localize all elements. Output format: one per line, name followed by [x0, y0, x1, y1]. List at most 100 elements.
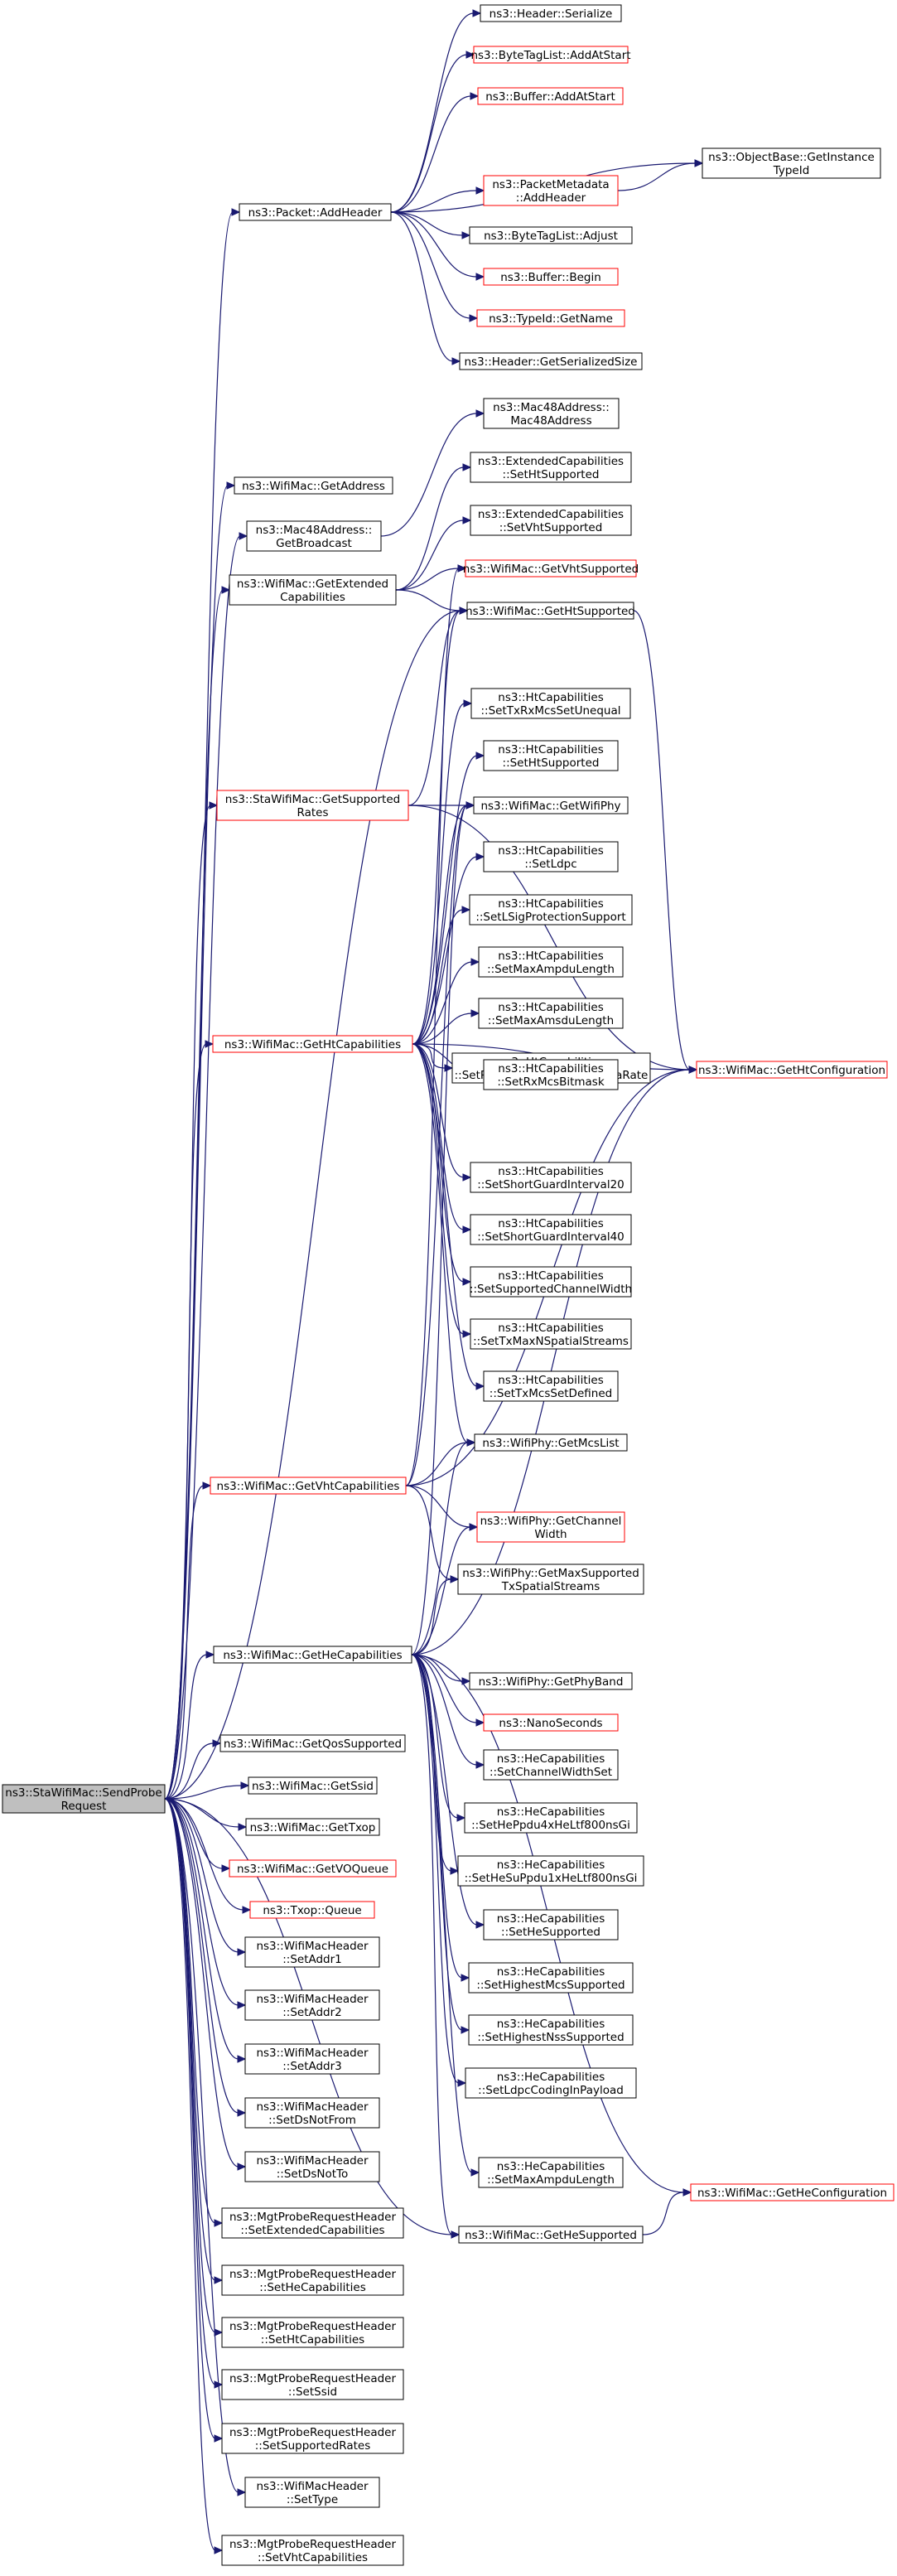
edge-root-to-hdrSetAddr1: [164, 1798, 239, 1953]
node-htSetTxMcsSet[interactable]: ns3::HtCapabilities::SetTxMcsSetDefined: [483, 1370, 619, 1402]
node-htSetLdpc[interactable]: ns3::HtCapabilities::SetLdpc: [483, 841, 619, 872]
node-hdrGetSerSize[interactable]: ns3::Header::GetSerializedSize: [459, 352, 643, 370]
node-htSetSgi20[interactable]: ns3::HtCapabilities::SetShortGuardInterv…: [470, 1162, 632, 1193]
arrowhead: [462, 463, 472, 471]
node-htSetLSig[interactable]: ns3::HtCapabilities::SetLSigProtectionSu…: [469, 894, 633, 926]
node-pmAddHeader[interactable]: ns3::PacketMetadata::AddHeader: [483, 175, 619, 206]
node-macGetHeCap[interactable]: ns3::WifiMac::GetHeCapabilities: [213, 1646, 412, 1664]
node-prSetHtCap[interactable]: ns3::MgtProbeRequestHeader::SetHtCapabil…: [221, 2317, 404, 2348]
edge-addHeader-to-hdrGetSerSize: [390, 211, 454, 362]
node-label: ns3::HtCapabilities: [498, 743, 603, 756]
node-heSetHighMcs[interactable]: ns3::HeCapabilities::SetHighestMcsSuppor…: [468, 1962, 634, 1994]
node-label: ns3::HeCapabilities: [497, 1752, 605, 1766]
node-box: [473, 796, 629, 814]
node-heSetHeSupported[interactable]: ns3::HeCapabilities::SetHeSupported: [483, 1909, 619, 1940]
node-box: [466, 602, 634, 620]
edge-macGetHeCap-to-heSetMaxAmpdu: [411, 1654, 473, 2173]
node-box: [213, 1646, 412, 1664]
node-extSetHt[interactable]: ns3::ExtendedCapabilities::SetHtSupporte…: [470, 452, 632, 483]
node-macGetTxop[interactable]: ns3::WifiMac::GetTxop: [245, 1818, 380, 1836]
node-hdrSetType[interactable]: ns3::WifiMacHeader::SetType: [244, 2477, 380, 2508]
node-htSetSgi40[interactable]: ns3::HtCapabilities::SetShortGuardInterv…: [470, 1214, 632, 1245]
node-macGetHeConfig[interactable]: ns3::WifiMac::GetHeConfiguration: [690, 2183, 895, 2201]
node-macGetVhtSupported[interactable]: ns3::WifiMac::GetVhtSupported: [463, 559, 639, 578]
edge-macGetHeCap-to-nanoSeconds: [411, 1654, 478, 1723]
node-hdrSetDsNotTo[interactable]: ns3::WifiMacHeader::SetDsNotTo: [244, 2151, 380, 2182]
arrowhead: [470, 92, 480, 100]
node-prSetSsid[interactable]: ns3::MgtProbeRequestHeader::SetSsid: [221, 2369, 404, 2400]
node-macGetVhtCap[interactable]: ns3::WifiMac::GetVhtCapabilities: [210, 1476, 407, 1495]
node-mac48GetBroadcast[interactable]: ns3::Mac48Address::GetBroadcast: [246, 520, 382, 552]
node-heSetHighNss[interactable]: ns3::HeCapabilities::SetHighestNssSuppor…: [468, 2014, 634, 2046]
node-macGetHtSupported[interactable]: ns3::WifiMac::GetHtSupported: [465, 602, 635, 620]
node-phyGetMaxSS[interactable]: ns3::WifiPhy::GetMaxSupportedTxSpatialSt…: [457, 1563, 644, 1595]
arrowhead: [237, 2001, 247, 2009]
node-mac48Ctor[interactable]: ns3::Mac48Address::Mac48Address: [483, 398, 620, 429]
node-prSetVhtCap[interactable]: ns3::MgtProbeRequestHeader::SetVhtCapabi…: [221, 2535, 404, 2566]
node-btlAddAtStart[interactable]: ns3::ByteTagList::AddAtStart: [470, 46, 631, 64]
node-prSetHeCap[interactable]: ns3::MgtProbeRequestHeader::SetHeCapabil…: [221, 2264, 404, 2296]
arrowhead: [462, 1173, 472, 1182]
arrowhead: [463, 699, 473, 708]
node-bufAddAtStart[interactable]: ns3::Buffer::AddAtStart: [477, 87, 624, 105]
node-box: [470, 452, 632, 483]
node-macGetSsid[interactable]: ns3::WifiMac::GetSsid: [248, 1776, 378, 1795]
node-label: ::SetMaxAmpduLength: [487, 2173, 615, 2187]
node-label: ::SetDsNotFrom: [268, 2114, 356, 2127]
node-heSetSuPpdu1x[interactable]: ns3::HeCapabilities::SetHeSuPpdu1xHeLtf8…: [457, 1855, 644, 1887]
edge-macGetHeCap-to-heSetHeSupported: [411, 1654, 478, 1926]
edge-macGetHtCap-to-macGetHtSupported: [412, 610, 461, 1045]
node-label: ns3::MgtProbeRequestHeader: [229, 2372, 397, 2385]
node-heSetPpdu4x[interactable]: ns3::HeCapabilities::SetHePpdu4xHeLtf800…: [464, 1802, 638, 1834]
node-phyGetPhyBand[interactable]: ns3::WifiPhy::GetPhyBand: [469, 1672, 633, 1690]
node-htSetHtSupported[interactable]: ns3::HtCapabilities::SetHtSupported: [483, 740, 619, 771]
node-hdrSetAddr2[interactable]: ns3::WifiMacHeader::SetAddr2: [244, 1989, 380, 2021]
node-prSetExtCap[interactable]: ns3::MgtProbeRequestHeader::SetExtendedC…: [221, 2207, 404, 2239]
node-phyGetMcsList[interactable]: ns3::WifiPhy::GetMcsList: [474, 1433, 628, 1452]
node-macGetHeSupported[interactable]: ns3::WifiMac::GetHeSupported: [458, 2226, 644, 2244]
node-label: ::SetHtSupported: [503, 756, 600, 770]
node-htSetSupChW[interactable]: ns3::HtCapabilities::SetSupportedChannel…: [470, 1266, 632, 1298]
node-label: ns3::HtCapabilities: [498, 1062, 603, 1075]
node-btlAdjust[interactable]: ns3::ByteTagList::Adjust: [469, 226, 633, 244]
node-box: [468, 2014, 634, 2046]
edge-macGetHeSupported-to-macGetHeConfig: [642, 2192, 685, 2235]
node-macGetHtCap[interactable]: ns3::WifiMac::GetHtCapabilities: [212, 1035, 413, 1053]
node-hdrSetAddr3[interactable]: ns3::WifiMacHeader::SetAddr3: [244, 2043, 380, 2075]
node-htSetMaxAmpdu[interactable]: ns3::HtCapabilities::SetMaxAmpduLength: [478, 946, 624, 978]
node-macGetAddress[interactable]: ns3::WifiMac::GetAddress: [234, 476, 393, 495]
node-addHeader[interactable]: ns3::Packet::AddHeader: [239, 203, 392, 221]
node-macGetHtConfig[interactable]: ns3::WifiMac::GetHtConfiguration: [696, 1061, 888, 1079]
node-macGetWifiPhy[interactable]: ns3::WifiMac::GetWifiPhy: [473, 796, 629, 814]
edge-macGetHtCap-to-htSetSgi40: [412, 1043, 465, 1230]
node-htSetTxMaxNss[interactable]: ns3::HtCapabilities::SetTxMaxNSpatialStr…: [470, 1318, 632, 1350]
node-heSetMaxAmpdu[interactable]: ns3::HeCapabilities::SetMaxAmpduLength: [478, 2157, 624, 2188]
node-bufBegin[interactable]: ns3::Buffer::Begin: [483, 268, 619, 286]
node-label: ::SetLdpcCodingInPayload: [478, 2084, 624, 2097]
node-txopQueue[interactable]: ns3::Txop::Queue: [249, 1901, 375, 1919]
node-hdrSetDsNotFrom[interactable]: ns3::WifiMacHeader::SetDsNotFrom: [244, 2097, 380, 2129]
node-extSetVht[interactable]: ns3::ExtendedCapabilities::SetVhtSupport…: [470, 505, 632, 536]
node-htSetMaxAmsdu[interactable]: ns3::HtCapabilities::SetMaxAmsduLength: [478, 998, 624, 1029]
node-macGetVOQueue[interactable]: ns3::WifiMac::GetVOQueue: [229, 1859, 397, 1878]
node-heSetLdpc[interactable]: ns3::HeCapabilities::SetLdpcCodingInPayl…: [465, 2067, 637, 2099]
node-label: ::SetHighestMcsSupported: [476, 1979, 625, 1992]
node-hdrSetAddr1[interactable]: ns3::WifiMacHeader::SetAddr1: [244, 1936, 380, 1968]
node-typeGetName[interactable]: ns3::TypeId::GetName: [476, 309, 625, 327]
node-label: ns3::MgtProbeRequestHeader: [229, 2211, 397, 2224]
node-heSetChW[interactable]: ns3::HeCapabilities::SetChannelWidthSet: [483, 1749, 619, 1781]
arrowhead: [466, 1438, 476, 1447]
node-prSetSupRates[interactable]: ns3::MgtProbeRequestHeader::SetSupported…: [221, 2423, 404, 2454]
node-macGetQos[interactable]: ns3::WifiMac::GetQosSupported: [219, 1734, 406, 1752]
node-htSetTxRxUneq[interactable]: ns3::HtCapabilities::SetTxRxMcsSetUnequa…: [470, 688, 631, 719]
node-label: ::SetAddr2: [282, 2006, 342, 2019]
node-hdrSerialize[interactable]: ns3::Header::Serialize: [480, 4, 622, 22]
node-nanoSeconds[interactable]: ns3::NanoSeconds: [483, 1713, 619, 1732]
node-htSetRxMcs[interactable]: ns3::HtCapabilities::SetRxMcsBitmask: [483, 1059, 619, 1090]
edge-root-to-macGetAddress: [164, 485, 229, 1800]
